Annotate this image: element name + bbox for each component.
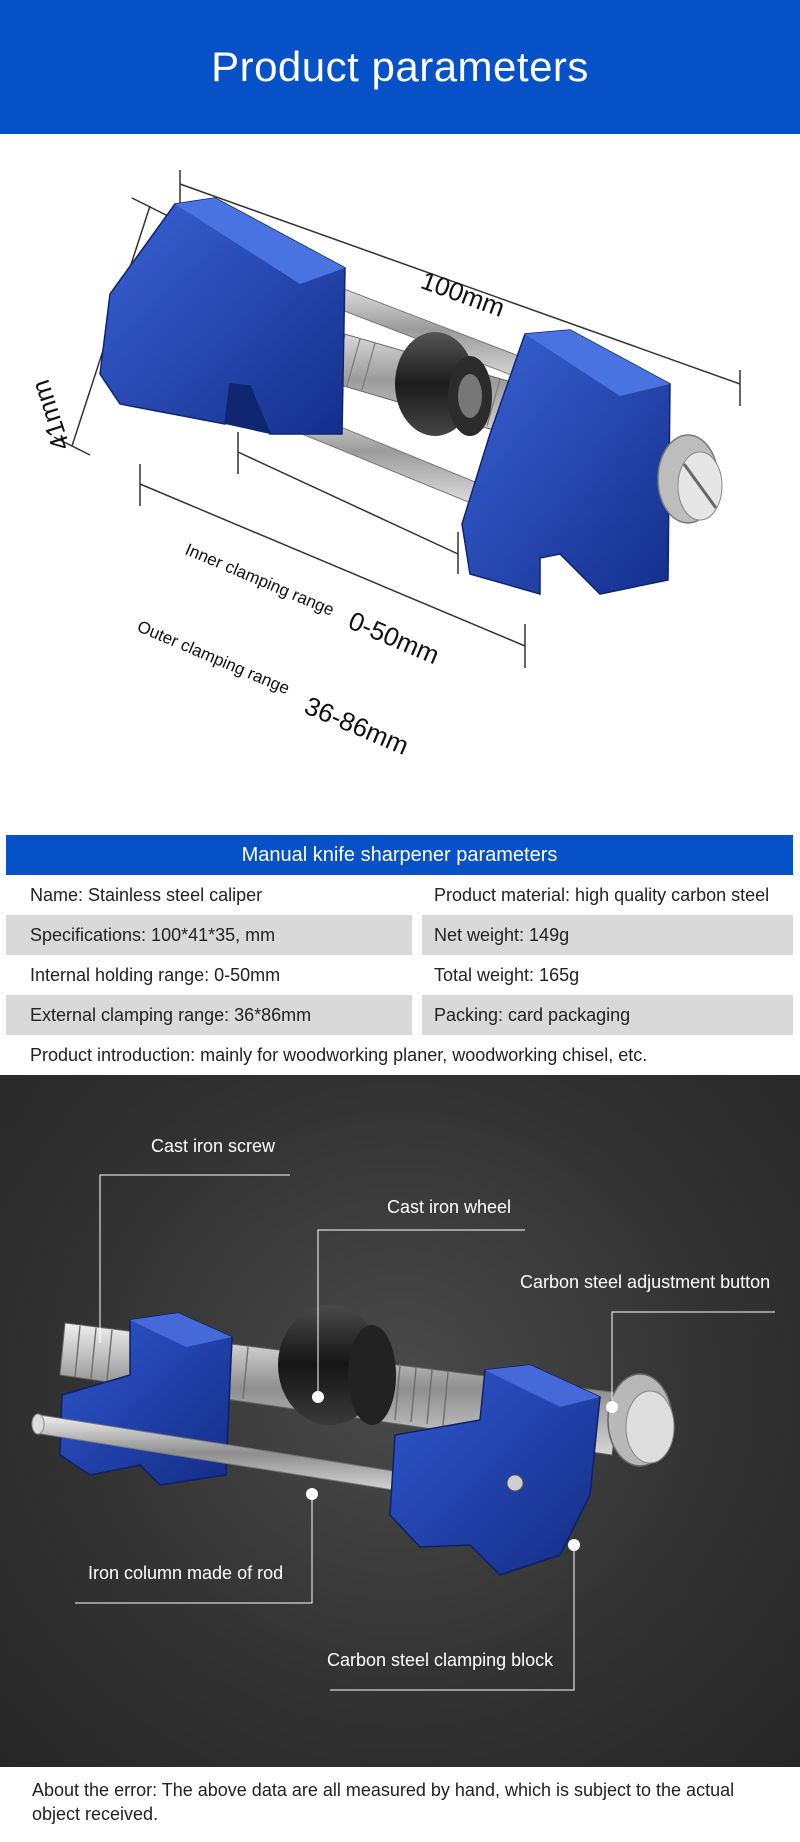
cast-iron-wheel [395,332,492,436]
callout-clamping-block: Carbon steel clamping block [327,1650,554,1670]
parameter-row-3: Internal holding range: 0-50mm Total wei… [6,955,793,995]
parameter-internal-range: Internal holding range: 0-50mm [30,965,281,985]
parameter-row-2: Specifications: 100*41*35, mm Net weight… [6,915,793,955]
product-dimension-figure: 100mm 41mm Inner clamping range 0-50mm O… [0,134,800,824]
parameter-row-intro: Product introduction: mainly for woodwor… [6,1035,793,1075]
parameter-external-range: External clamping range: 36*86mm [30,1005,312,1025]
callout-cast-iron-screw: Cast iron screw [151,1136,276,1156]
parameter-row-4: External clamping range: 36*86mm Packing… [6,995,793,1035]
measurement-error-note: About the error: The above data are all … [32,1780,735,1824]
right-clamping-block [389,1364,601,1576]
callout-adjustment-button: Carbon steel adjustment button [520,1272,771,1292]
parameter-total-weight: Total weight: 165g [434,965,580,985]
adjustment-knob [606,1373,675,1467]
callout-iron-rod: Iron column made of rod [88,1563,284,1583]
dimension-lines [53,170,741,668]
parameter-material: Product material: high quality carbon st… [434,885,770,905]
parameter-specifications: Specifications: 100*41*35, mm [30,925,276,945]
product-introduction: Product introduction: mainly for woodwor… [30,1045,648,1065]
parameters-table-header: Manual knife sharpener parameters [6,835,793,875]
cast-iron-wheel [278,1305,396,1425]
parts-breakdown-figure: Cast iron screw Cast iron wheel Carbon s… [0,1075,800,1767]
callout-cast-iron-wheel: Cast iron wheel [387,1197,512,1217]
right-clamping-block [461,329,671,595]
page-title: Product parameters [211,43,589,90]
parts-illustration [31,1174,775,1691]
parameter-name: Name: Stainless steel caliper [30,885,263,905]
parameter-net-weight: Net weight: 149g [434,925,570,945]
callout-leader-lines [75,1174,775,1691]
adjustment-knob [657,434,723,524]
parameter-row-1: Name: Stainless steel caliper Product ma… [6,875,793,915]
parameter-packing: Packing: card packaging [434,1005,631,1025]
header-banner: Product parameters [0,0,800,134]
left-clamping-block [99,197,346,435]
sharpener-illustration [53,170,741,668]
